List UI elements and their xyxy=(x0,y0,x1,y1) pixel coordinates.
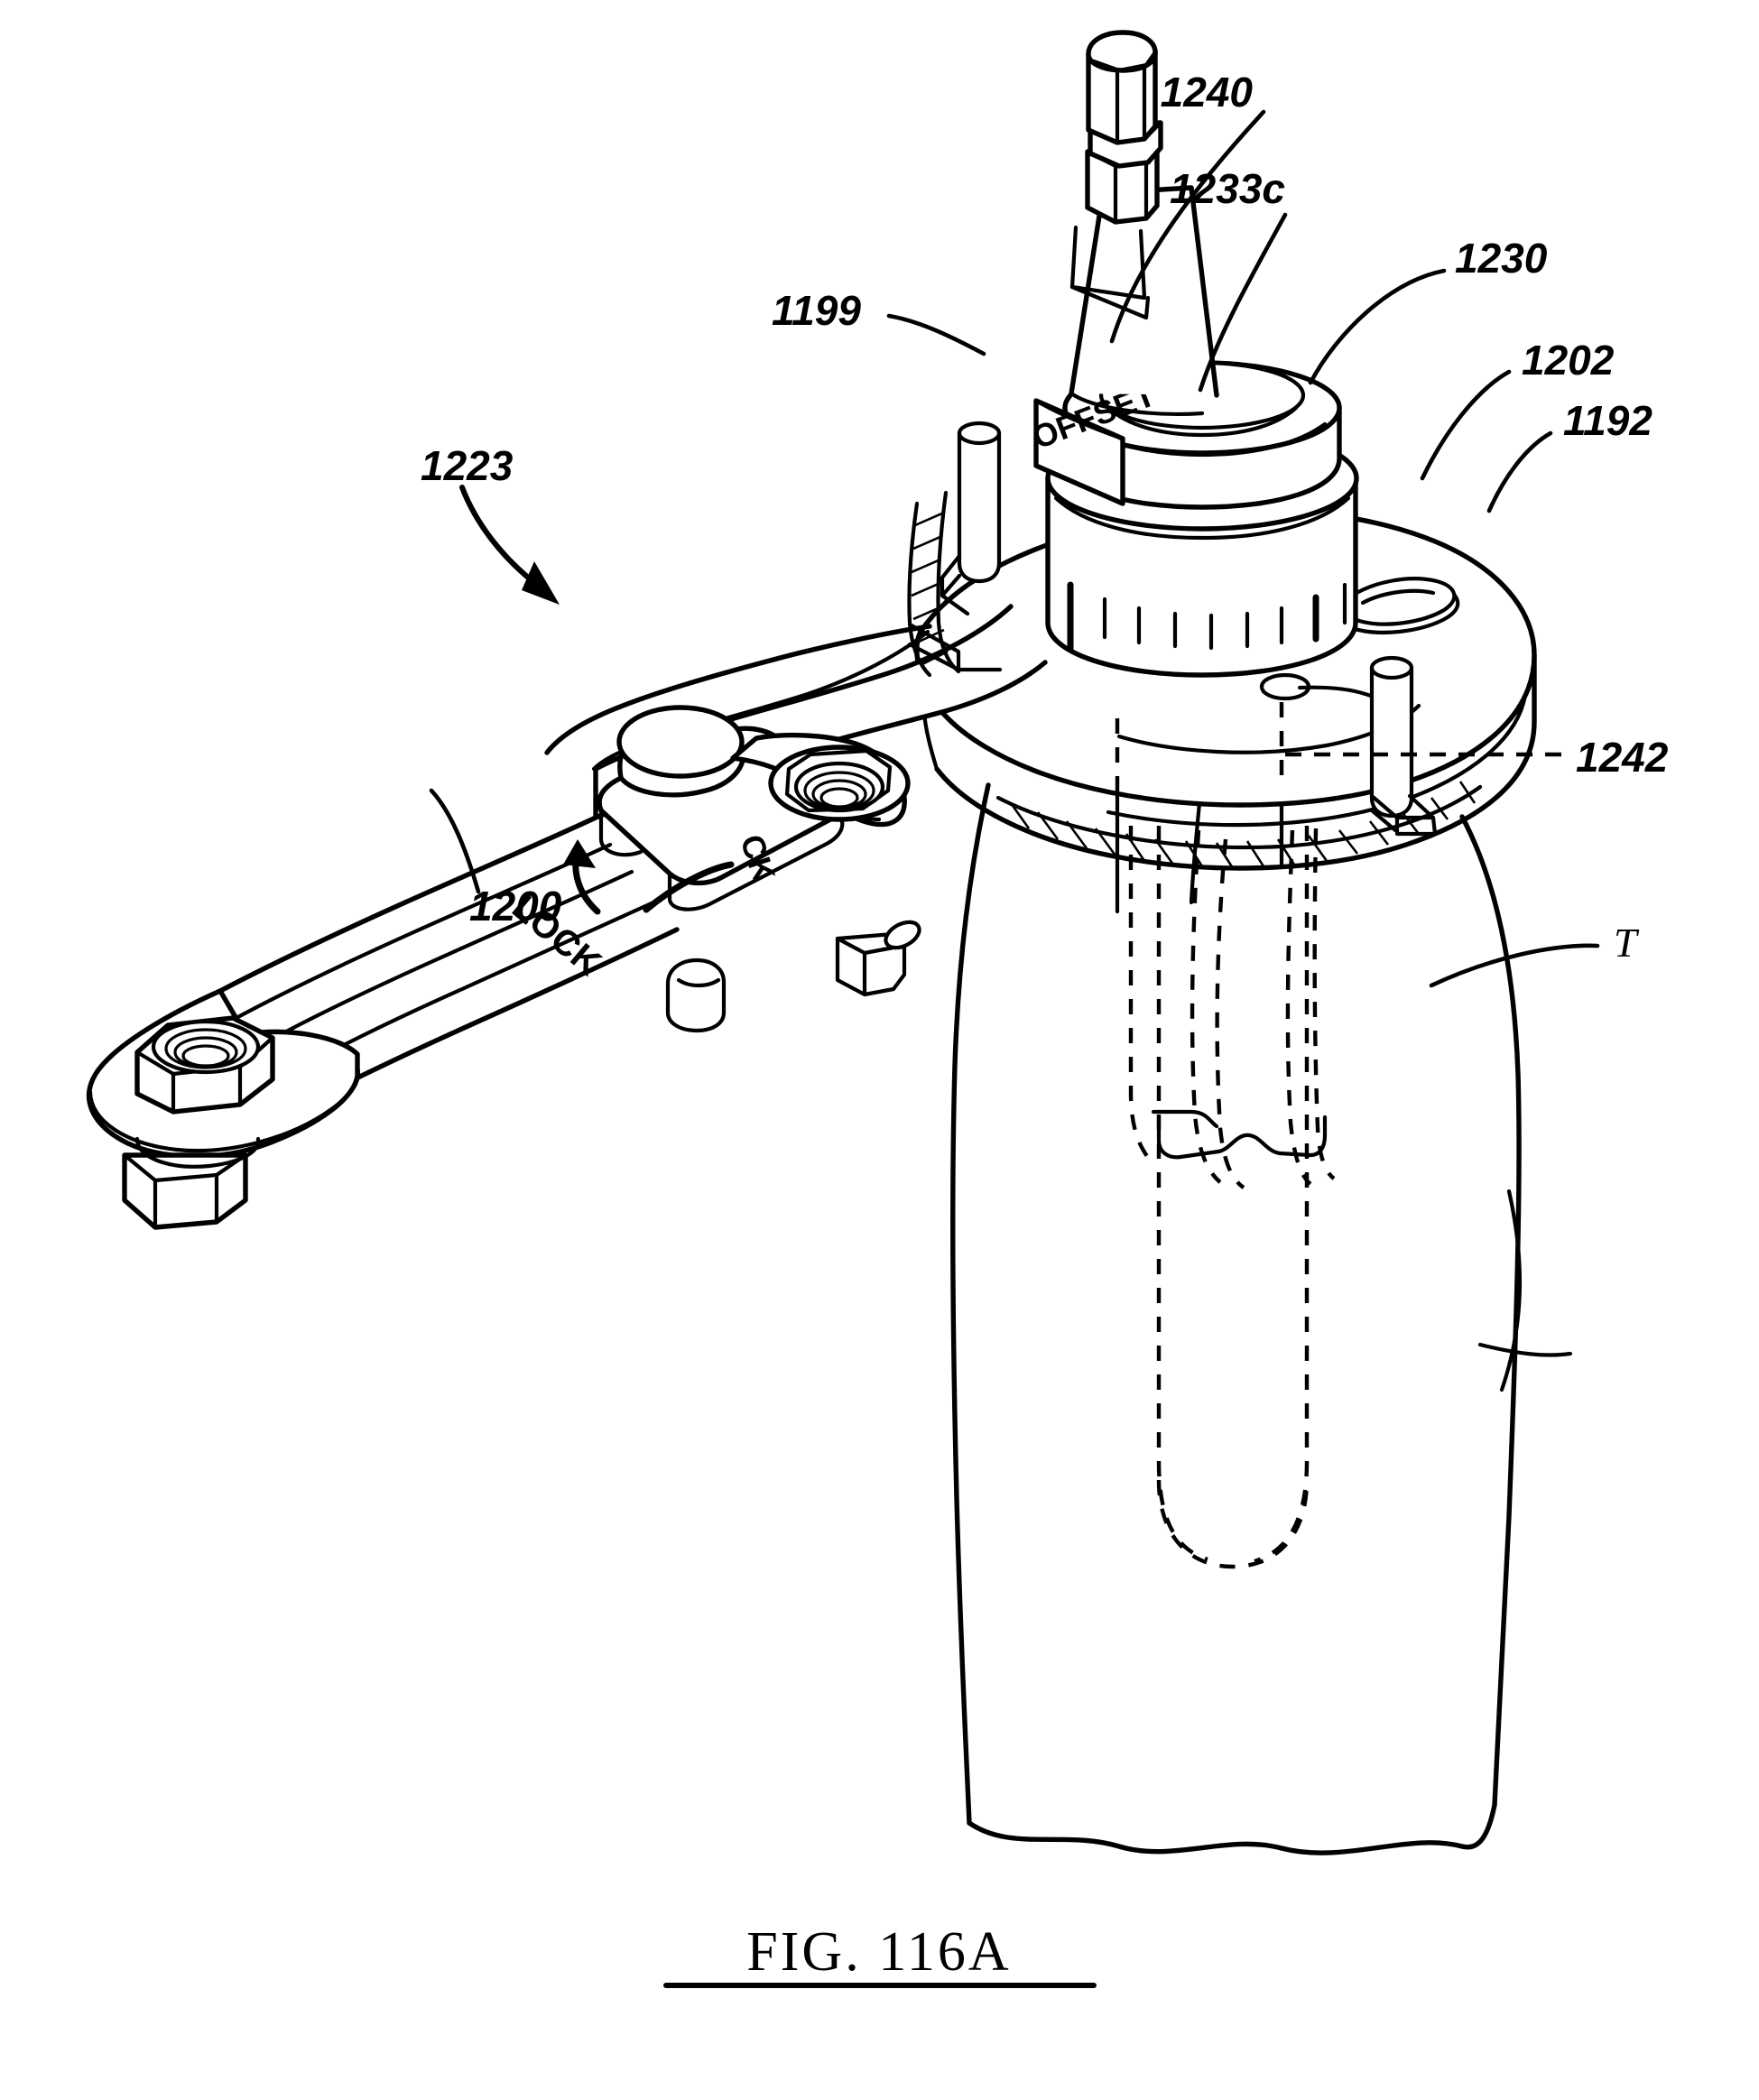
dial-graduations xyxy=(1067,581,1347,653)
leader-1192 xyxy=(1486,430,1553,513)
ref-label-1200: 1200 xyxy=(469,883,562,930)
guide-pin-left-1199 xyxy=(940,421,1002,616)
ref-label-1233c: 1233c xyxy=(1170,165,1285,212)
ref-label-1192: 1192 xyxy=(1563,397,1653,444)
figure-caption: FIG. 116A xyxy=(663,1921,1097,1988)
leader-1233c xyxy=(1198,212,1288,393)
ref-label-1202: 1202 xyxy=(1522,337,1615,384)
figure-caption-text: FIG. 116A xyxy=(746,1921,1011,1983)
ref-label-1242: 1242 xyxy=(1576,734,1669,781)
leader-lines xyxy=(429,109,1600,988)
leader-1240 xyxy=(1109,109,1266,344)
ref-label-1223: 1223 xyxy=(421,442,514,489)
section-hatching-left xyxy=(907,490,1003,678)
leader-1199 xyxy=(886,313,986,356)
ref-label-1230: 1230 xyxy=(1455,235,1548,282)
ref-label-1199: 1199 xyxy=(772,287,861,334)
hex-quick-connect-shaft xyxy=(1085,30,1163,225)
handle-arm-assembly: LOCK CK xyxy=(87,604,1048,1230)
guide-pin-right xyxy=(1369,655,1438,837)
leader-1202 xyxy=(1420,369,1512,481)
ref-label-T: T xyxy=(1614,920,1640,966)
leader-1200 xyxy=(429,788,481,894)
threaded-hex-socket xyxy=(768,745,911,822)
reference-numeral-labels: 1240 1233c 1230 1199 1202 1192 1223 1200… xyxy=(421,69,1669,966)
leader-1223-arrow xyxy=(459,485,560,605)
hidden-keel-lines xyxy=(1115,791,1336,1569)
tibia-bone-outline xyxy=(950,782,1573,1855)
leader-1230 xyxy=(1308,268,1447,385)
conical-boss-1240 xyxy=(1069,185,1219,416)
ref-label-1240: 1240 xyxy=(1161,69,1254,116)
leader-T xyxy=(1429,943,1600,988)
